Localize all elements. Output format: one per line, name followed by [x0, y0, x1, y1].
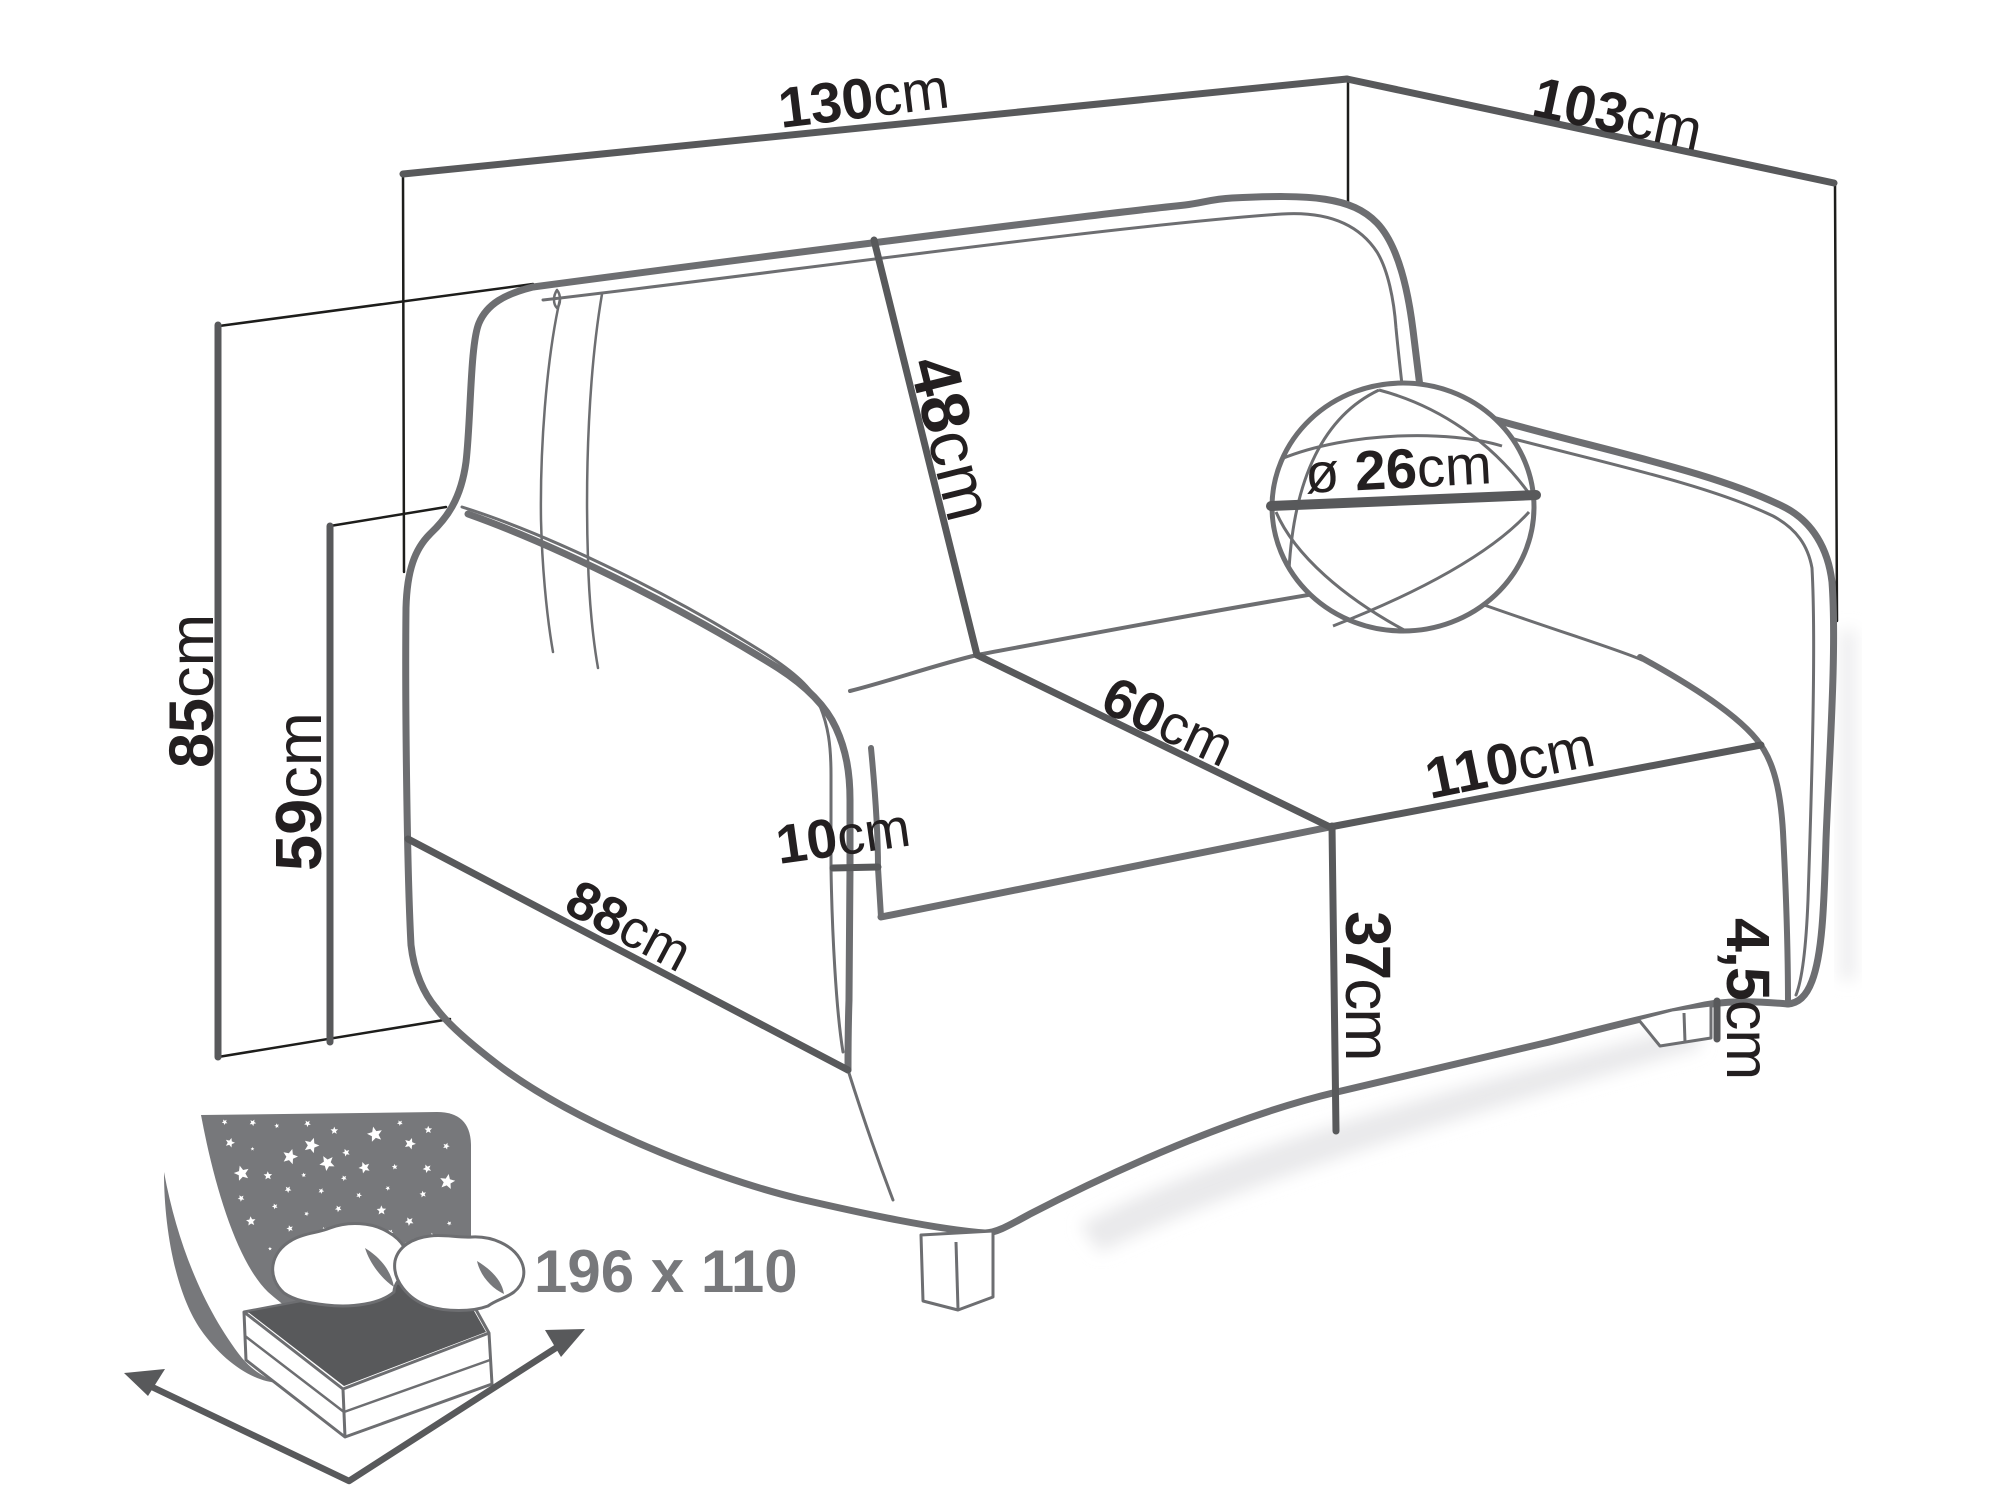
svg-text:4,5cm: 4,5cm [1714, 918, 1782, 1079]
svg-text:85cm: 85cm [157, 614, 227, 768]
svg-text:ø 26cm: ø 26cm [1303, 432, 1493, 505]
svg-text:196 x 110: 196 x 110 [534, 1238, 798, 1305]
svg-text:59cm: 59cm [262, 712, 335, 871]
svg-text:37cm: 37cm [1332, 911, 1404, 1060]
